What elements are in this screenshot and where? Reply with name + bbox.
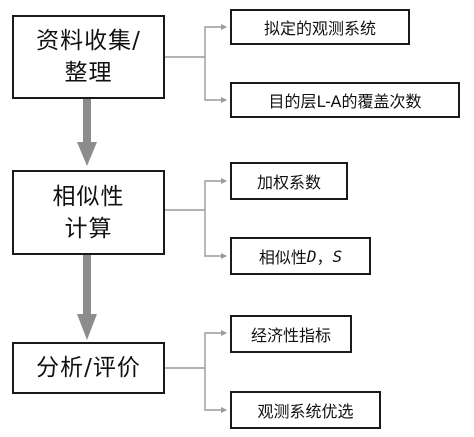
- stage-similarity-line1: 相似性: [52, 183, 125, 210]
- output-economics: 经济性指标: [230, 315, 352, 353]
- output-observation-system-label: 拟定的观测系统: [263, 19, 376, 38]
- stage-similarity-box: 相似性 计算: [12, 170, 165, 255]
- stage-analysis-line1: 分析/评价: [36, 355, 141, 381]
- branch-arrow-similarity: [204, 210, 227, 259]
- output-coverage: 目的层L-A的覆盖次数: [230, 82, 460, 118]
- main-flow-arrow-2: [77, 255, 97, 340]
- output-optimization: 观测系统优选: [230, 391, 381, 429]
- output-similarity-var-d: D: [306, 246, 317, 266]
- branch-arrow-economics: [165, 330, 227, 369]
- stage3-branch: [165, 330, 227, 413]
- output-similarity-var-s: S: [332, 246, 343, 266]
- stage-collection-line1: 资料收集/: [36, 28, 141, 54]
- output-similarity-ds: 相似性 D ， S: [230, 237, 371, 275]
- output-coverage-label: 目的层L-A的覆盖次数: [268, 92, 422, 111]
- branch-arrow-optimization: [204, 368, 227, 413]
- branch-arrow-coverage: [204, 57, 227, 103]
- stage-collection-box: 资料收集/ 整理: [12, 15, 165, 99]
- stage-analysis-box: 分析/评价: [12, 342, 165, 394]
- branch-arrow-observation-system: [165, 24, 227, 58]
- stage-similarity-line2: 计算: [64, 215, 113, 242]
- output-economics-label: 经济性指标: [250, 326, 331, 345]
- output-optimization-label: 观测系统优选: [257, 402, 354, 421]
- stage-collection-line2: 整理: [64, 60, 113, 86]
- output-weighting-label: 加权系数: [256, 173, 321, 192]
- stage2-branch: [165, 178, 227, 259]
- output-observation-system: 拟定的观测系统: [230, 9, 410, 45]
- main-flow-arrow-1: [77, 99, 97, 166]
- output-weighting: 加权系数: [230, 162, 348, 200]
- output-similarity-sep: ，: [316, 248, 333, 267]
- output-similarity-prefix: 相似性: [258, 248, 307, 267]
- branch-arrow-weighting: [165, 178, 227, 211]
- stage1-branch: [165, 24, 227, 103]
